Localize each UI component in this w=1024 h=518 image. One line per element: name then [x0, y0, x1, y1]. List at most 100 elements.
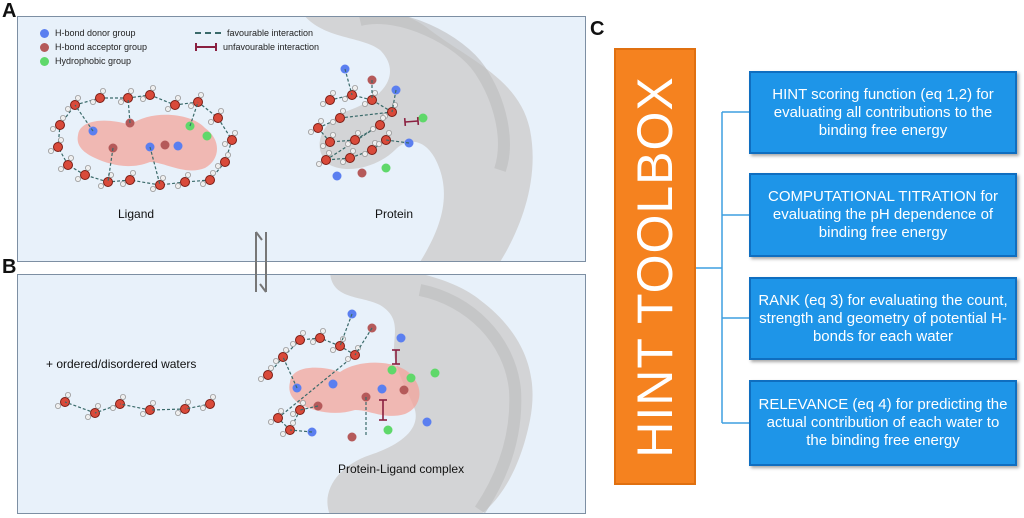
- water-hydrogen: [267, 364, 274, 371]
- water-hydrogen: [149, 185, 156, 192]
- water-hydrogen: [90, 99, 97, 106]
- water-hydrogen: [339, 158, 346, 165]
- water-oxygen: [205, 175, 215, 185]
- water-oxygen: [345, 153, 355, 163]
- water-oxygen: [180, 177, 190, 187]
- water-hydrogen: [369, 126, 376, 133]
- favourable-interaction-line: [149, 146, 161, 186]
- water-hydrogen: [55, 402, 62, 409]
- unfavourable-cap: [403, 117, 407, 127]
- favourable-interaction-line: [107, 179, 131, 183]
- legend-acceptor: H-bond acceptor group: [40, 40, 147, 54]
- water-hydrogen: [217, 108, 224, 115]
- water-hydrogen: [307, 128, 314, 135]
- water-oxygen: [367, 145, 377, 155]
- water-hydrogen: [309, 338, 316, 345]
- water-oxygen: [315, 333, 325, 343]
- water-oxygen: [227, 135, 237, 145]
- toolbox-title: HINT TOOLBOX: [627, 75, 683, 458]
- favourable-interaction-line: [354, 327, 373, 356]
- unfavourable-cap: [416, 116, 420, 126]
- favourable-interaction-line: [339, 111, 393, 119]
- water-oxygen: [321, 155, 331, 165]
- bar-line-icon: [195, 43, 217, 51]
- water-hydrogen: [120, 393, 127, 400]
- water-oxygen: [313, 123, 323, 133]
- water-hydrogen: [319, 142, 326, 149]
- water-hydrogen: [184, 398, 191, 405]
- favourable-interaction-line: [339, 313, 353, 347]
- water-oxygen: [263, 370, 273, 380]
- favourable-interaction-line: [129, 179, 161, 186]
- water-hydrogen: [329, 90, 336, 97]
- water-oxygen: [205, 399, 215, 409]
- water-hydrogen: [60, 115, 67, 122]
- water-hydrogen: [325, 149, 332, 156]
- favourable-interaction-line: [107, 147, 114, 183]
- hydrophobic-atom: [406, 373, 416, 383]
- unfavourable-interaction-line: [404, 120, 419, 123]
- favourable-interaction-line: [94, 403, 121, 414]
- water-hydrogen: [221, 140, 228, 147]
- water-oxygen: [155, 180, 165, 190]
- water-hydrogen: [329, 346, 336, 353]
- toolbox-item-computational-titration: COMPUTATIONAL TITRATION for evaluating t…: [749, 173, 1017, 257]
- water-hydrogen: [164, 106, 171, 113]
- water-oxygen: [63, 160, 73, 170]
- toolbox-item-relevance: RELEVANCE (eq 4) for predicting the actu…: [749, 380, 1017, 466]
- favourable-interaction-line: [289, 409, 301, 431]
- water-hydrogen: [98, 182, 105, 189]
- favourable-interaction-line: [299, 405, 319, 411]
- water-oxygen: [103, 177, 113, 187]
- hydrophobic-atom: [383, 425, 393, 435]
- water-hydrogen: [68, 154, 75, 161]
- water-hydrogen: [95, 402, 102, 409]
- water-hydrogen: [391, 102, 398, 109]
- water-oxygen: [350, 135, 360, 145]
- water-hydrogen: [351, 85, 358, 92]
- water-hydrogen: [139, 96, 146, 103]
- water-hydrogen: [279, 430, 286, 437]
- protein-surface-b: [327, 275, 533, 513]
- water-oxygen: [325, 95, 335, 105]
- water-hydrogen: [139, 410, 146, 417]
- water-oxygen: [325, 137, 335, 147]
- favourable-interaction-line: [127, 94, 151, 99]
- water-hydrogen: [197, 92, 204, 99]
- favourable-interaction-line: [224, 139, 233, 163]
- water-hydrogen: [289, 410, 296, 417]
- water-hydrogen: [272, 357, 279, 364]
- water-hydrogen: [354, 129, 361, 136]
- water-oxygen: [273, 413, 283, 423]
- water-hydrogen: [174, 182, 181, 189]
- water-hydrogen: [149, 85, 156, 92]
- water-hydrogen: [267, 418, 274, 425]
- water-hydrogen: [361, 101, 368, 108]
- water-hydrogen: [199, 404, 206, 411]
- water-oxygen: [375, 120, 385, 130]
- favourable-interaction-line: [174, 101, 199, 106]
- hydrophobic-atom: [430, 368, 440, 378]
- water-hydrogen: [48, 147, 55, 154]
- water-hydrogen: [65, 391, 72, 398]
- favourable-interaction-line: [344, 68, 353, 96]
- favourable-interaction-line: [209, 161, 226, 181]
- hint-toolbox-banner: HINT TOOLBOX: [614, 48, 696, 485]
- water-hydrogen: [299, 329, 306, 336]
- water-hydrogen: [282, 346, 289, 353]
- hydrophobic-atom: [387, 365, 397, 375]
- water-hydrogen: [319, 327, 326, 334]
- hydrophobic-dot-icon: [40, 56, 49, 66]
- favourable-interaction-line: [74, 104, 94, 132]
- favourable-interaction-line: [119, 403, 151, 411]
- legend-donor: H-bond donor group: [40, 26, 147, 40]
- water-hydrogen: [209, 169, 216, 176]
- favourable-interaction-line: [127, 97, 131, 124]
- water-hydrogen: [339, 108, 346, 115]
- water-hydrogen: [149, 399, 156, 406]
- acceptor-atom: [347, 432, 357, 442]
- water-hydrogen: [257, 375, 264, 382]
- water-hydrogen: [214, 162, 221, 169]
- water-hydrogen: [379, 115, 386, 122]
